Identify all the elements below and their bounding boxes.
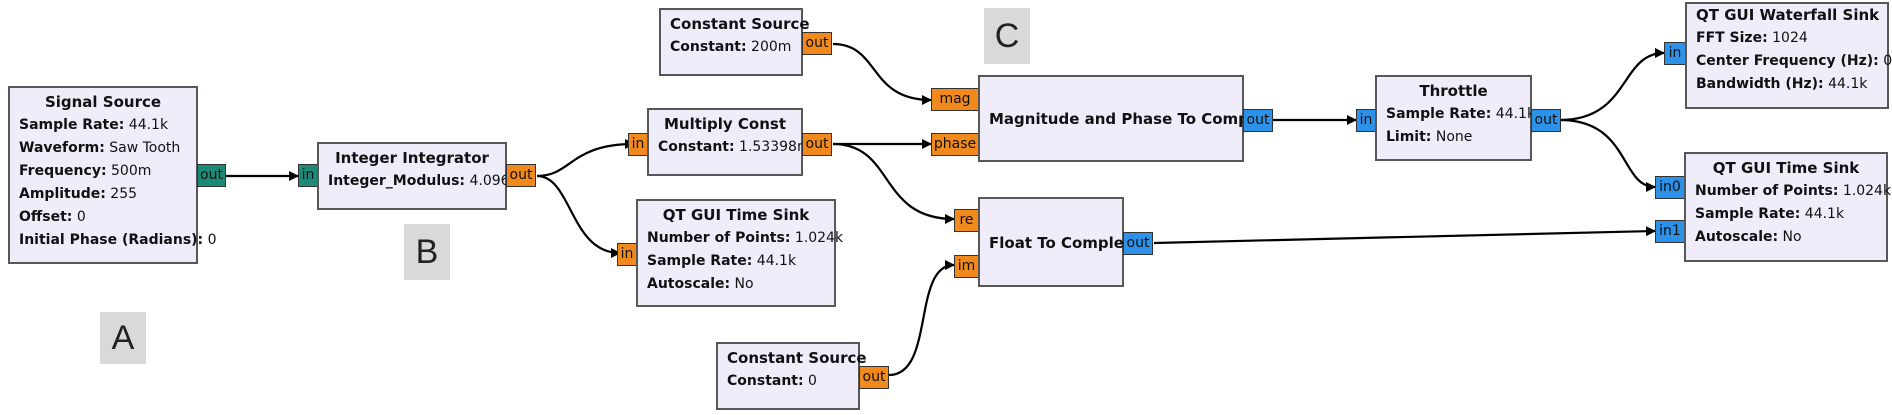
label-a: A [100, 312, 146, 364]
label-c: C [984, 8, 1030, 64]
integer-integrator-block[interactable]: Integer Integrator Integer_Modulus: 4.09… [317, 142, 518, 210]
throttle-block[interactable]: Throttle Sample Rate: 44.1k Limit: None [1375, 75, 1536, 161]
wire-float2complex-to-timesink2-in1 [1153, 226, 1656, 245]
param-offset: Offset: 0 [19, 209, 86, 225]
wire-const0-to-im [888, 260, 955, 377]
param-limit: Limit: None [1386, 129, 1473, 145]
multiply-out-port[interactable]: out [802, 133, 832, 156]
block-title: QT GUI Time Sink [1712, 159, 1860, 177]
param-waveform: Waveform: Saw Tooth [19, 140, 181, 156]
magnitude-phase-to-complex-block[interactable]: Magnitude and Phase To Complex [978, 75, 1274, 162]
block-title: Constant Source [727, 349, 867, 367]
constant-source-1-out-port[interactable]: out [802, 32, 832, 55]
waterfall-in-port[interactable]: in [1664, 42, 1686, 65]
block-title: Float To Complex [989, 234, 1134, 252]
param-constant: Constant: 1.53398m [658, 139, 811, 155]
param-amplitude: Amplitude: 255 [19, 186, 138, 202]
block-title: QT GUI Waterfall Sink [1696, 6, 1880, 24]
block-title: Integer Integrator [335, 149, 489, 167]
wire-integrator-to-multiply [536, 139, 635, 178]
multiply-in-port[interactable]: in [628, 133, 648, 156]
wire-throttle-to-waterfall [1559, 48, 1665, 122]
qt-gui-time-sink-block-1[interactable]: QT GUI Time Sink Number of Points: 1.024… [636, 199, 844, 307]
mag-phase-out-port[interactable]: out [1243, 109, 1273, 132]
param-initial-phase: Initial Phase (Radians): 0 [19, 232, 217, 248]
phase-in-port[interactable]: phase [931, 133, 979, 156]
wire-multiply-to-re [832, 142, 955, 224]
param-frequency: Frequency: 500m [19, 163, 152, 179]
param-fft-size: FFT Size: 1024 [1696, 30, 1808, 46]
param-sample-rate: Sample Rate: 44.1k [1386, 106, 1536, 122]
wire-const200m-to-mag [832, 42, 932, 105]
param-center-frequency: Center Frequency (Hz): 0 [1696, 53, 1892, 69]
throttle-out-port[interactable]: out [1531, 109, 1561, 132]
qt-gui-waterfall-sink-block[interactable]: QT GUI Waterfall Sink FFT Size: 1024 Cen… [1685, 2, 1892, 109]
block-title: Constant Source [670, 15, 810, 33]
param-sample-rate: Sample Rate: 44.1k [647, 253, 797, 269]
block-title: Signal Source [44, 93, 162, 111]
time-sink-2-in1-port[interactable]: in1 [1655, 220, 1685, 243]
param-bandwidth: Bandwidth (Hz): 44.1k [1696, 76, 1868, 92]
integrator-out-port[interactable]: out [506, 164, 536, 187]
wire-integrator-to-timesink [536, 174, 621, 258]
param-autoscale: Autoscale: No [647, 276, 754, 292]
time-sink-2-in0-port[interactable]: in0 [1655, 176, 1685, 199]
param-number-of-points: Number of Points: 1.024k [647, 230, 844, 246]
block-title: Multiply Const [663, 115, 787, 133]
constant-source-block-2[interactable]: Constant Source Constant: 0 [716, 342, 867, 410]
block-title: Magnitude and Phase To Complex [989, 110, 1274, 128]
multiply-const-block[interactable]: Multiply Const Constant: 1.53398m [647, 108, 811, 176]
signal-source-block[interactable]: Signal Source Sample Rate: 44.1k Wavefor… [8, 86, 217, 264]
wire-throttle-to-timesink2-in0 [1559, 118, 1656, 192]
qt-gui-time-sink-block-2[interactable]: QT GUI Time Sink Number of Points: 1.024… [1684, 152, 1892, 262]
signal-source-out-port[interactable]: out [197, 164, 226, 187]
param-constant: Constant: 200m [670, 39, 792, 55]
constant-source-2-out-port[interactable]: out [859, 366, 889, 389]
param-autoscale: Autoscale: No [1695, 229, 1802, 245]
float-to-complex-out-port[interactable]: out [1123, 232, 1153, 255]
mag-in-port[interactable]: mag [931, 88, 979, 111]
block-title: Throttle [1419, 82, 1488, 100]
time-sink-1-in-port[interactable]: in [617, 243, 637, 266]
integrator-in-port[interactable]: in [298, 164, 318, 187]
param-constant: Constant: 0 [727, 373, 817, 389]
block-title: QT GUI Time Sink [662, 206, 810, 224]
label-b: B [404, 224, 450, 280]
param-integer-modulus: Integer_Modulus: 4.096k [328, 173, 518, 189]
throttle-in-port[interactable]: in [1356, 109, 1376, 132]
param-sample-rate: Sample Rate: 44.1k [19, 117, 169, 133]
constant-source-block-1[interactable]: Constant Source Constant: 200m [659, 8, 810, 76]
param-sample-rate: Sample Rate: 44.1k [1695, 206, 1845, 222]
float-to-complex-block[interactable]: Float To Complex [978, 197, 1134, 287]
im-in-port[interactable]: im [954, 255, 979, 278]
param-number-of-points: Number of Points: 1.024k [1695, 183, 1892, 199]
re-in-port[interactable]: re [954, 209, 979, 232]
